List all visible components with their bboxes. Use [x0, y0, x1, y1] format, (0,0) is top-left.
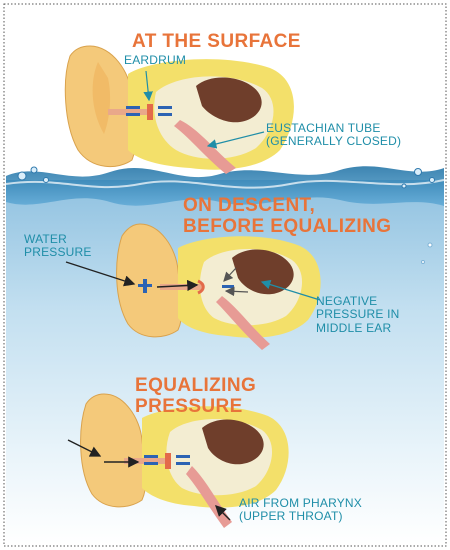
label-eardrum-text: EARDRUM	[124, 54, 186, 67]
heading-equalizing-pressure: EQUALIZING PRESSURE	[135, 375, 256, 418]
label-air-line-2: (UPPER THROAT)	[239, 510, 362, 523]
label-air-line-1: AIR FROM PHARYNX	[239, 497, 362, 510]
heading-surface-text: AT THE SURFACE	[132, 31, 301, 52]
heading-on-descent: ON DESCENT, BEFORE EQUALIZING	[183, 195, 391, 238]
label-water-line-1: WATER	[24, 233, 92, 246]
label-eustachian-tube: EUSTACHIAN TUBE (GENERALLY CLOSED)	[266, 122, 401, 149]
heading-descent-line-1: ON DESCENT,	[183, 195, 391, 216]
label-water-pressure: WATER PRESSURE	[24, 233, 92, 260]
label-negative-pressure: NEGATIVE PRESSURE IN MIDDLE EAR	[316, 295, 400, 335]
label-air-from-pharynx: AIR FROM PHARYNX (UPPER THROAT)	[239, 497, 362, 524]
label-eardrum: EARDRUM	[124, 54, 186, 67]
eardrum-marker-1	[147, 104, 153, 120]
label-eustachian-line-2: (GENERALLY CLOSED)	[266, 135, 401, 148]
heading-at-the-surface: AT THE SURFACE	[132, 31, 301, 52]
label-water-line-2: PRESSURE	[24, 246, 92, 259]
label-eustachian-line-1: EUSTACHIAN TUBE	[266, 122, 401, 135]
heading-equalizing-line-2: PRESSURE	[135, 396, 256, 417]
heading-equalizing-line-1: EQUALIZING	[135, 375, 256, 396]
label-negative-line-1: NEGATIVE	[316, 295, 400, 308]
heading-descent-line-2: BEFORE EQUALIZING	[183, 216, 391, 237]
label-negative-line-2: PRESSURE IN	[316, 308, 400, 321]
label-negative-line-3: MIDDLE EAR	[316, 322, 400, 335]
